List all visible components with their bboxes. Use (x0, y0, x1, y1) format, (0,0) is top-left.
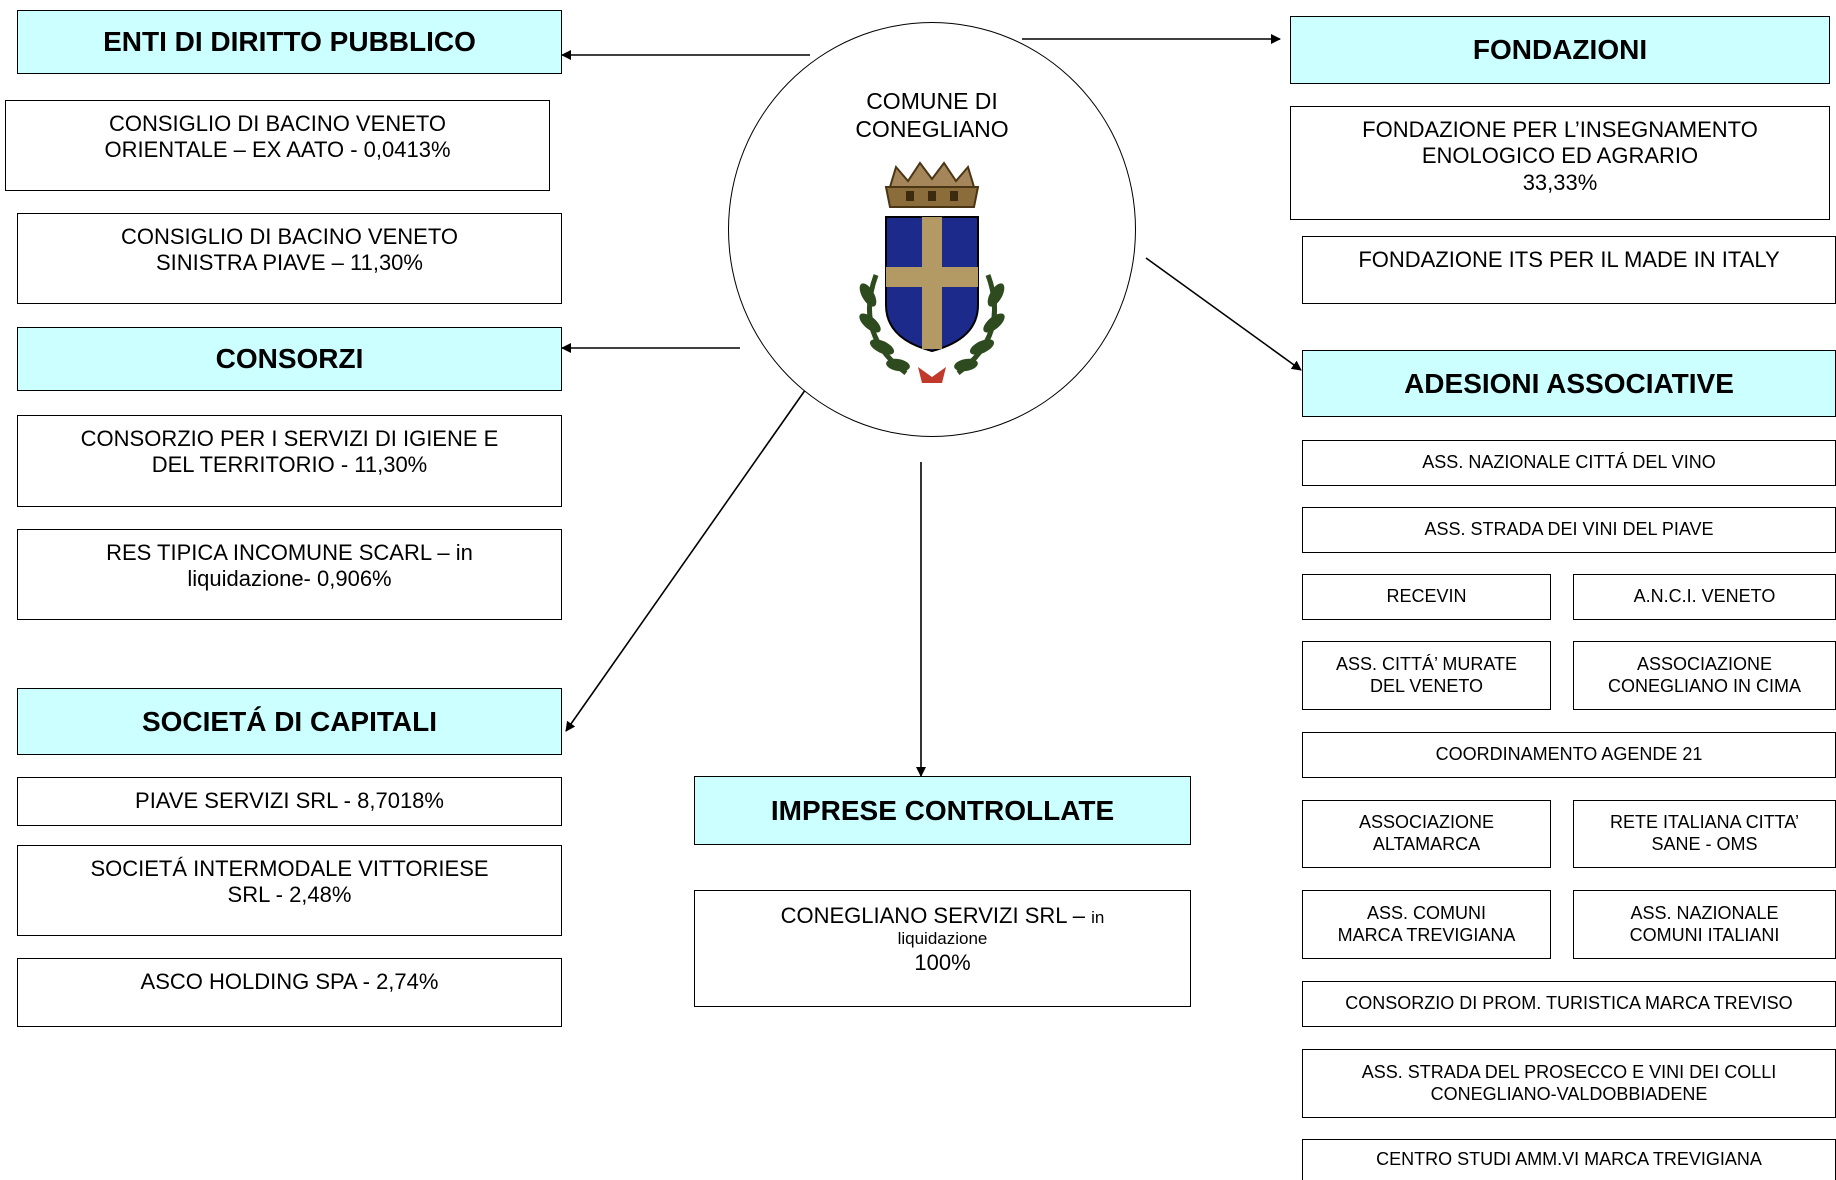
coat-of-arms-icon (859, 161, 1005, 383)
ente-line: CONSIGLIO DI BACINO VENETO (109, 111, 446, 136)
adesione-strada-prosecco: ASS. STRADA DEL PROSECCO E VINI DEI COLL… (1302, 1049, 1836, 1118)
adesione-rete-citta-sane: RETE ITALIANA CITTA’ SANE - OMS (1573, 800, 1836, 868)
adesione-label: MARCA TREVIGIANA (1337, 924, 1516, 945)
adesione-nazionale-citta-vino: ASS. NAZIONALE CITTÁ DEL VINO (1302, 440, 1836, 486)
arrow-to-adesioni (1145, 257, 1302, 371)
adesione-label: ALTAMARCA (1372, 834, 1481, 854)
consorzio-line: RES TIPICA INCOMUNE SCARL – in (106, 540, 473, 565)
adesione-label: RETE ITALIANA CITTA’ (1609, 812, 1800, 833)
societa-line: PIAVE SERVIZI SRL - 8,7018% (135, 788, 444, 813)
header-enti-label: ENTI DI DIRITTO PUBBLICO (103, 26, 476, 58)
adesione-label: COORDINAMENTO AGENDE 21 (1435, 744, 1703, 765)
fondazione-line: FONDAZIONE PER L’INSEGNAMENTO (1362, 117, 1758, 142)
arrow-to-societa (565, 385, 809, 732)
adesione-label: ASSOCIAZIONE (1636, 653, 1773, 674)
fondazione-card: FONDAZIONE ITS PER IL MADE IN ITALY (1302, 236, 1836, 304)
header-imprese-label: IMPRESE CONTROLLATE (770, 794, 1115, 826)
header-enti: ENTI DI DIRITTO PUBBLICO (17, 10, 562, 74)
comune-line-1: COMUNE DI (866, 88, 998, 114)
comune-label: COMUNE DI CONEGLIANO (820, 88, 1044, 143)
adesione-label: CONEGLIANO IN CIMA (1607, 675, 1802, 696)
adesione-altamarca: ASSOCIAZIONE ALTAMARCA (1302, 800, 1551, 868)
header-consorzi-label: CONSORZI (215, 343, 364, 375)
adesione-label: ASS. NAZIONALE CITTÁ DEL VINO (1422, 452, 1716, 473)
adesione-strada-vini-piave: ASS. STRADA DEI VINI DEL PIAVE (1302, 507, 1836, 553)
header-fondazioni-label: FONDAZIONI (1472, 34, 1648, 66)
adesione-agende-21: COORDINAMENTO AGENDE 21 (1302, 732, 1836, 778)
header-societa: SOCIETÁ DI CAPITALI (17, 688, 562, 755)
comune-line-2: CONEGLIANO (855, 115, 1009, 142)
adesione-comuni-marca: ASS. COMUNI MARCA TREVIGIANA (1302, 890, 1551, 959)
impresa-name: CONEGLIANO SERVIZI SRL – (780, 903, 1092, 928)
societa-line: ASCO HOLDING SPA - 2,74% (140, 969, 439, 994)
ente-line: ORIENTALE – EX AATO - 0,0413% (104, 137, 451, 163)
ente-card: CONSIGLIO DI BACINO VENETO SINISTRA PIAV… (17, 213, 562, 304)
societa-card: ASCO HOLDING SPA - 2,74% (17, 958, 562, 1027)
adesione-citta-murate: ASS. CITTÁ’ MURATE DEL VENETO (1302, 641, 1551, 710)
consorzio-card: CONSORZIO PER I SERVIZI DI IGIENE E DEL … (17, 415, 562, 507)
impresa-line: CONEGLIANO SERVIZI SRL – in (695, 903, 1190, 929)
adesione-label: A.N.C.I. VENETO (1633, 586, 1776, 607)
adesione-label: DEL VENETO (1369, 675, 1484, 696)
ente-line: SINISTRA PIAVE – 11,30% (156, 250, 423, 276)
adesione-conegliano-in-cima: ASSOCIAZIONE CONEGLIANO IN CIMA (1573, 641, 1836, 710)
header-societa-label: SOCIETÁ DI CAPITALI (141, 705, 438, 737)
adesione-label: ASS. COMUNI (1366, 902, 1486, 923)
adesione-label: ASSOCIAZIONE (1358, 812, 1495, 833)
header-fondazioni: FONDAZIONI (1290, 16, 1830, 84)
adesione-recevin: RECEVIN (1302, 574, 1551, 620)
adesione-label: ASS. STRADA DEI VINI DEL PIAVE (1424, 519, 1714, 540)
adesione-label: COMUNI ITALIANI (1629, 924, 1780, 945)
ente-line: CONSIGLIO DI BACINO VENETO (121, 224, 458, 249)
fondazione-line: ENOLOGICO ED AGRARIO (1421, 143, 1699, 169)
adesione-label: CONEGLIANO-VALDOBBIADENE (1430, 1083, 1708, 1104)
ente-card: CONSIGLIO DI BACINO VENETO ORIENTALE – E… (5, 100, 550, 191)
fondazione-line: FONDAZIONE ITS PER IL MADE IN ITALY (1358, 247, 1780, 272)
fondazione-card: FONDAZIONE PER L’INSEGNAMENTO ENOLOGICO … (1290, 106, 1830, 220)
societa-card: PIAVE SERVIZI SRL - 8,7018% (17, 777, 562, 826)
adesione-centro-studi: CENTRO STUDI AMM.VI MARCA TREVIGIANA (1302, 1139, 1836, 1180)
consorzio-line: CONSORZIO PER I SERVIZI DI IGIENE E (80, 426, 499, 451)
societa-line: SRL - 2,48% (227, 882, 352, 908)
adesione-label: SANE - OMS (1651, 834, 1758, 854)
header-imprese: IMPRESE CONTROLLATE (694, 776, 1191, 845)
adesione-prom-turistica: CONSORZIO DI PROM. TURISTICA MARCA TREVI… (1302, 981, 1836, 1027)
consorzio-line: liquidazione- 0,906% (187, 566, 392, 592)
adesione-label: RECEVIN (1386, 586, 1467, 607)
societa-card: SOCIETÁ INTERMODALE VITTORIESE SRL - 2,4… (17, 845, 562, 936)
impresa-share: 100% (914, 949, 971, 975)
adesione-label: ASS. NAZIONALE (1630, 902, 1779, 923)
header-adesioni: ADESIONI ASSOCIATIVE (1302, 350, 1836, 417)
fondazione-line: 33,33% (1522, 169, 1598, 195)
adesione-anci-veneto: A.N.C.I. VENETO (1573, 574, 1836, 620)
impresa-status-line: liquidazione (897, 929, 988, 949)
adesione-label: CENTRO STUDI AMM.VI MARCA TREVIGIANA (1376, 1149, 1762, 1170)
adesione-label: CONSORZIO DI PROM. TURISTICA MARCA TREVI… (1345, 993, 1793, 1014)
consorzio-card: RES TIPICA INCOMUNE SCARL – in liquidazi… (17, 529, 562, 620)
header-consorzi: CONSORZI (17, 327, 562, 391)
adesione-label: ASS. CITTÁ’ MURATE (1335, 653, 1517, 674)
societa-line: SOCIETÁ INTERMODALE VITTORIESE (90, 856, 489, 881)
adesione-comuni-italiani: ASS. NAZIONALE COMUNI ITALIANI (1573, 890, 1836, 959)
consorzio-line: DEL TERRITORIO - 11,30% (151, 452, 428, 478)
adesione-label: ASS. STRADA DEL PROSECCO E VINI DEI COLL… (1361, 1061, 1777, 1082)
header-adesioni-label: ADESIONI ASSOCIATIVE (1404, 367, 1734, 399)
impresa-card: CONEGLIANO SERVIZI SRL – in liquidazione… (694, 890, 1191, 1007)
impresa-status: in (1091, 908, 1105, 927)
